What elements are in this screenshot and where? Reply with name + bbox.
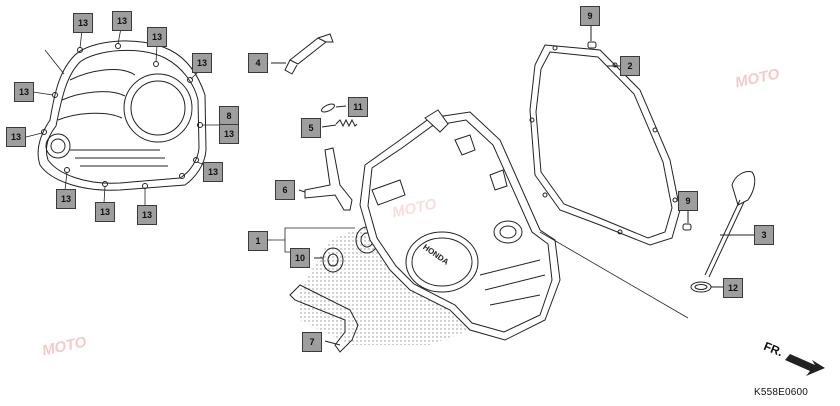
- part-7-guide: [289, 284, 359, 353]
- callout-13b: 13: [112, 11, 132, 31]
- front-direction-arrow: [785, 354, 825, 376]
- callout-4: 4: [248, 53, 268, 73]
- callout-13j: 13: [6, 127, 26, 147]
- callout-13h: 13: [95, 202, 115, 222]
- callout-13d: 13: [192, 53, 212, 73]
- callout-13c: 13: [147, 27, 167, 47]
- part-3-dipstick: [704, 171, 756, 278]
- part-9-pins: [587, 26, 692, 231]
- callout-12: 12: [723, 278, 743, 298]
- callout-8: 8: [219, 106, 239, 126]
- callout-2: 2: [620, 56, 640, 76]
- diagram-code: K558E0600: [754, 387, 809, 398]
- part-11-clip: [321, 103, 347, 113]
- crankcase-cover: [359, 109, 561, 341]
- part-12-oring: [690, 281, 723, 293]
- callout-9b: 9: [678, 191, 698, 211]
- part-2-gasket: [529, 44, 681, 246]
- callout-13f: 13: [203, 162, 223, 182]
- callout-3: 3: [754, 225, 774, 245]
- part-5-spring: [321, 118, 358, 128]
- part-10-bearing: [314, 247, 344, 273]
- callout-13k: 13: [14, 82, 34, 102]
- part-4-lever: [271, 33, 334, 75]
- left-cover-outer: [37, 40, 207, 191]
- callout-10: 10: [290, 248, 310, 268]
- callout-6: 6: [275, 180, 295, 200]
- callout-5: 5: [301, 118, 321, 138]
- callout-7: 7: [302, 332, 322, 352]
- leader-cover-to-oring: [539, 231, 689, 319]
- callout-13a: 13: [73, 13, 93, 33]
- callout-1: 1: [248, 231, 268, 251]
- part-6-bracket: [298, 147, 353, 211]
- callout-13e: 13: [219, 124, 239, 144]
- callout-9a: 9: [580, 6, 600, 26]
- callout-13i: 13: [56, 189, 76, 209]
- callout-11: 11: [348, 97, 368, 117]
- callout-13g: 13: [137, 205, 157, 225]
